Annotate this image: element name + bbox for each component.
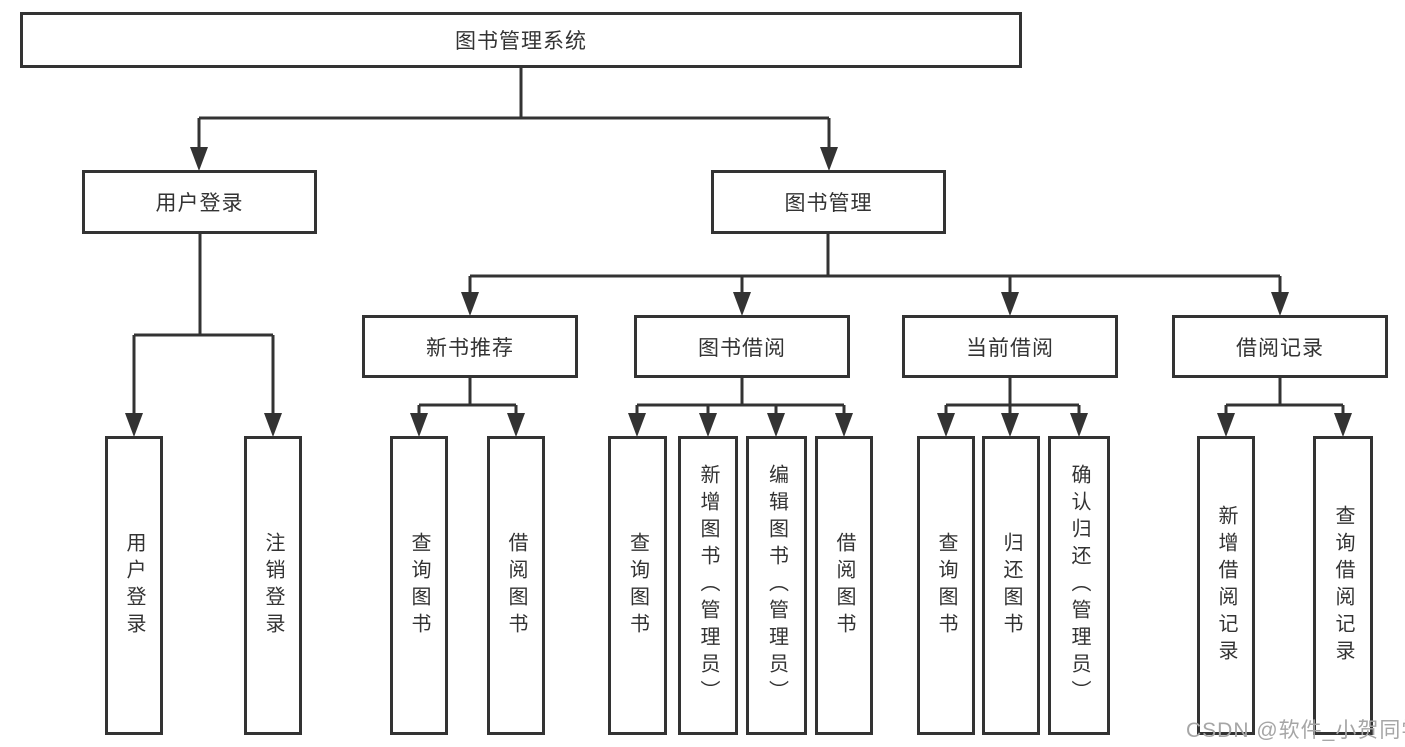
leaf-confirm-return-admin: 确认归还（管理员）	[1048, 436, 1110, 735]
node-user-login: 用户登录	[82, 170, 317, 234]
edges-user-login	[125, 234, 282, 437]
leaf-query-books-recommend: 查询图书	[390, 436, 448, 735]
arrowhead	[1070, 413, 1088, 437]
leaf-borrow-books-recommend: 借阅图书	[487, 436, 545, 735]
arrowhead	[835, 413, 853, 437]
edges-book-management	[461, 234, 1289, 316]
arrowhead	[507, 413, 525, 437]
leaf-edit-book-admin: 编辑图书（管理员）	[746, 436, 807, 735]
leaf-return-book: 归还图书	[982, 436, 1040, 735]
arrowhead	[820, 147, 838, 171]
leaf-user-login: 用户登录	[105, 436, 163, 735]
csdn-watermark: CSDN @软件_小贺同学	[1186, 719, 1405, 742]
leaf-logout: 注销登录	[244, 436, 302, 735]
node-root: 图书管理系统	[20, 12, 1022, 68]
arrowhead	[1001, 292, 1019, 316]
edges-book-borrow	[628, 378, 853, 437]
arrowhead	[767, 413, 785, 437]
edges-new-book-recommend	[410, 378, 525, 437]
arrowhead	[125, 413, 143, 437]
edges-borrow-records	[1217, 378, 1352, 437]
arrowhead	[1334, 413, 1352, 437]
arrowhead	[733, 292, 751, 316]
arrowhead	[628, 413, 646, 437]
leaf-add-borrow-record: 新增借阅记录	[1197, 436, 1255, 735]
leaf-query-books-current: 查询图书	[917, 436, 975, 735]
node-current-borrow: 当前借阅	[902, 315, 1118, 378]
node-new-book-recommend: 新书推荐	[362, 315, 578, 378]
leaf-borrow-books: 借阅图书	[815, 436, 873, 735]
leaf-query-books-borrow: 查询图书	[608, 436, 667, 735]
arrowhead	[1217, 413, 1235, 437]
arrowhead	[1001, 413, 1019, 437]
edges-root	[190, 68, 838, 171]
arrowhead	[937, 413, 955, 437]
arrowhead	[190, 147, 208, 171]
edges-current-borrow	[937, 378, 1088, 437]
leaf-query-borrow-record: 查询借阅记录	[1313, 436, 1373, 735]
arrowhead	[1271, 292, 1289, 316]
arrowhead	[461, 292, 479, 316]
leaf-add-book-admin: 新增图书（管理员）	[678, 436, 738, 735]
arrowhead	[410, 413, 428, 437]
node-book-borrow: 图书借阅	[634, 315, 850, 378]
arrowhead	[264, 413, 282, 437]
node-book-management: 图书管理	[711, 170, 946, 234]
arrowhead	[699, 413, 717, 437]
node-borrow-records: 借阅记录	[1172, 315, 1388, 378]
